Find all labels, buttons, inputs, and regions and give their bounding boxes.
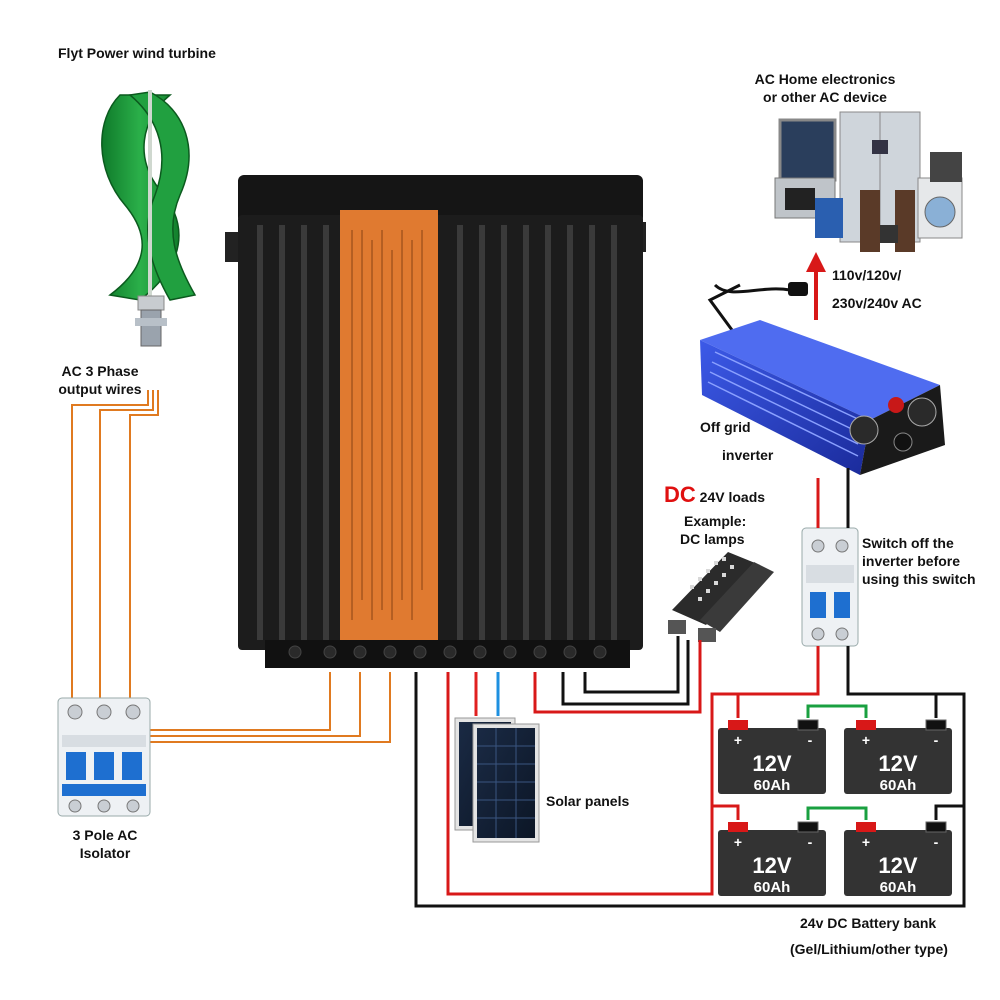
dc-isolator-switch — [801, 527, 859, 647]
battery-4-minus: - — [934, 834, 939, 850]
inverter-label-line2: inverter — [722, 447, 774, 463]
switch-note: Switch off the inverter before using thi… — [862, 534, 976, 588]
battery-3-minus: - — [808, 834, 813, 850]
dc-loads-text: 24V loads — [699, 489, 766, 505]
battery-1-plus: + — [734, 732, 742, 748]
battery-4-plus: + — [862, 834, 870, 850]
battery-2: + - 12V 60Ah — [844, 719, 952, 794]
ac-up-arrow — [806, 252, 826, 320]
off-grid-inverter — [700, 320, 945, 475]
ac-plug-cable — [707, 282, 808, 331]
battery-3-voltage: 12V — [752, 853, 791, 878]
ac-wires-label: AC 3 Phase output wires — [40, 362, 160, 398]
battery-bank: + - 12V 60Ah + - 12V 60Ah + - 12V 60Ah — [718, 719, 952, 896]
inverter-to-switch-cables — [816, 468, 850, 528]
battery-4: + - 12V 60Ah — [844, 821, 952, 896]
battery-bank-label-line2: (Gel/Lithium/other type) — [790, 941, 948, 957]
ac-three-phase-wires — [71, 390, 391, 743]
solar-cables — [474, 672, 500, 716]
battery-4-voltage: 12V — [878, 853, 917, 878]
isolator-label: 3 Pole AC Isolator — [50, 826, 160, 862]
solar-panels — [454, 717, 540, 843]
dc-lamps-label: DC lamps — [680, 531, 745, 547]
dc-load-cables — [533, 636, 702, 714]
wind-turbine — [101, 90, 197, 347]
hybrid-charge-controller — [225, 175, 646, 668]
ac-home-label: AC Home electronics or other AC device — [740, 70, 910, 106]
switch-note-line1: Switch off the — [862, 535, 954, 551]
battery-3: + - 12V 60Ah — [718, 821, 826, 896]
solar-panels-label: Solar panels — [546, 793, 630, 809]
wind-turbine-label: Flyt Power wind turbine — [58, 45, 216, 61]
battery-3-capacity: 60Ah — [754, 879, 791, 896]
dc-led-lamps — [668, 552, 774, 642]
ac-isolator-breaker — [57, 697, 151, 817]
ac-home-label-line1: AC Home electronics — [754, 71, 896, 87]
battery-2-minus: - — [934, 732, 939, 748]
ac-home-electronics — [774, 111, 963, 252]
ac-voltage-label-line1: 110v/120v/ — [832, 267, 902, 283]
dc-loads-label: DC 24V loads — [664, 484, 766, 506]
dc-example-label: Example: — [684, 513, 747, 529]
battery-2-voltage: 12V — [878, 751, 917, 776]
battery-2-capacity: 60Ah — [880, 777, 917, 794]
switch-note-line2: inverter before — [862, 553, 961, 569]
inverter-label-line1: Off grid — [700, 419, 751, 435]
ac-home-label-line2: or other AC device — [763, 89, 887, 105]
dc-prefix: DC — [664, 482, 696, 507]
battery-3-plus: + — [734, 834, 742, 850]
battery-4-capacity: 60Ah — [880, 879, 917, 896]
switch-note-line3: using this switch — [862, 571, 976, 587]
isolator-label-line2: Isolator — [79, 845, 131, 861]
battery-1-minus: - — [808, 732, 813, 748]
ac-voltage-label-line2: 230v/240v AC — [832, 295, 922, 311]
battery-bank-label-line1: 24v DC Battery bank — [800, 915, 937, 931]
battery-1: + - 12V 60Ah — [718, 719, 826, 794]
ac-wires-label-line2: output wires — [58, 381, 142, 397]
battery-1-capacity: 60Ah — [754, 777, 791, 794]
battery-bank-cables — [414, 646, 966, 908]
battery-1-voltage: 12V — [752, 751, 791, 776]
isolator-label-line1: 3 Pole AC — [72, 827, 138, 843]
ac-wires-label-line1: AC 3 Phase — [61, 363, 139, 379]
battery-2-plus: + — [862, 732, 870, 748]
